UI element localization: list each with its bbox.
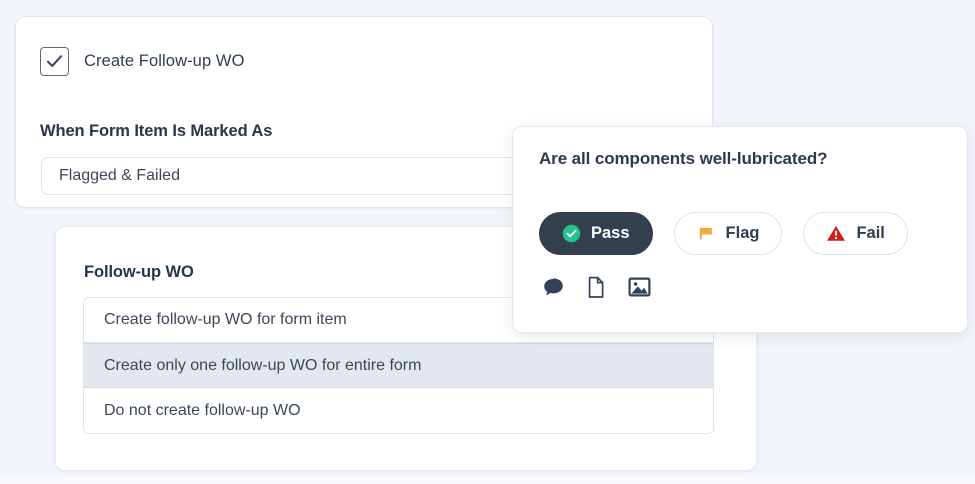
image-icon[interactable] (626, 274, 652, 300)
bottom-band (0, 476, 975, 484)
pass-button[interactable]: Pass (539, 212, 653, 255)
file-icon-glyph (588, 276, 604, 298)
create-followup-wo-label: Create Follow-up WO (84, 52, 245, 70)
check-icon (46, 55, 63, 68)
fail-button[interactable]: Fail (803, 212, 908, 255)
fail-label: Fail (856, 224, 885, 242)
option-label: Do not create follow-up WO (104, 401, 301, 419)
settings-card: Create Follow-up WO When Form Item Is Ma… (15, 16, 713, 208)
form-item-actions (540, 274, 652, 300)
list-item[interactable]: Create only one follow-up WO for entire … (84, 343, 713, 388)
create-followup-wo-checkbox[interactable] (40, 47, 69, 76)
form-item-question: Are all components well-lubricated? (539, 149, 828, 168)
flag-button[interactable]: Flag (673, 212, 783, 255)
pass-label: Pass (591, 224, 630, 242)
marked-as-label: When Form Item Is Marked As (40, 122, 273, 140)
list-item[interactable]: Do not create follow-up WO (84, 388, 713, 433)
warning-triangle-icon (827, 226, 846, 241)
form-item-popup: Are all components well-lubricated? Pass… (512, 126, 968, 333)
marked-as-select-value: Flagged & Failed (59, 167, 180, 184)
pass-flag-fail-group: Pass Flag Fail (539, 212, 908, 255)
comment-icon[interactable] (540, 274, 566, 300)
comment-icon-glyph (543, 278, 563, 296)
flag-icon (699, 227, 712, 240)
file-icon[interactable] (583, 274, 609, 300)
flag-label: Flag (725, 224, 760, 242)
option-label: Create follow-up WO for form item (104, 311, 347, 328)
create-followup-wo-checkbox-row[interactable]: Create Follow-up WO (40, 47, 245, 76)
followup-wo-title: Follow-up WO (84, 263, 194, 281)
option-label: Create only one follow-up WO for entire … (104, 356, 422, 374)
check-circle-icon (562, 224, 581, 243)
image-icon-glyph (628, 277, 650, 297)
